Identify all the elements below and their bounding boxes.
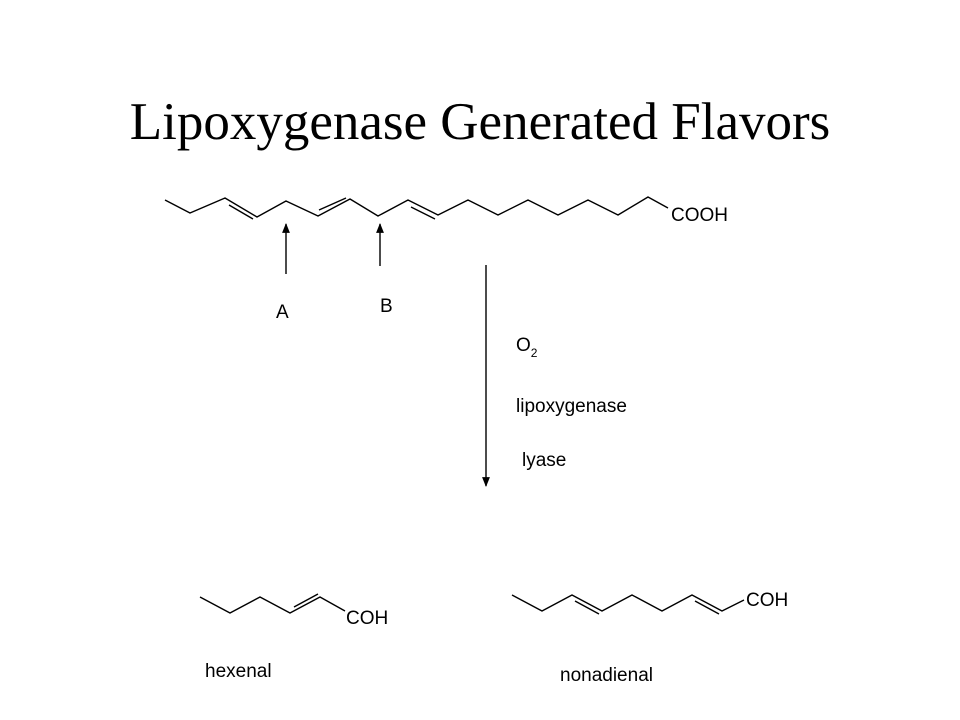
slide-title: Lipoxygenase Generated Flavors [129,93,831,151]
substrate-double-bond-1 [228,204,254,220]
enzyme-lyase: lyase [522,450,566,471]
substrate-chain [164,196,669,218]
substrate-double-bond-3 [410,206,436,220]
cleavage-label-a: A [276,302,289,323]
nonadienal-double-bond-1 [574,600,600,615]
enzyme-lipoxygenase: lipoxygenase [516,396,627,417]
hexenal-label: hexenal [205,661,272,682]
hexenal-double-bond [293,593,319,608]
nonadienal-end-group: COH [746,590,788,611]
nonadienal-double-bond-2 [694,600,720,615]
substrate-end-group: COOH [671,205,728,226]
substrate-double-bond-2 [318,197,347,211]
hexenal-end-group: COH [346,608,388,629]
nonadienal-chain [511,594,745,612]
reagent-oxygen: O2 [516,335,538,360]
product-nonadienal: COH nonadienal [511,590,788,686]
substrate-molecule: COOH [164,196,728,226]
cleavage-label-b: B [380,296,393,317]
product-hexenal: COH hexenal [199,593,388,682]
hexenal-chain [199,596,346,614]
nonadienal-label: nonadienal [560,665,653,686]
